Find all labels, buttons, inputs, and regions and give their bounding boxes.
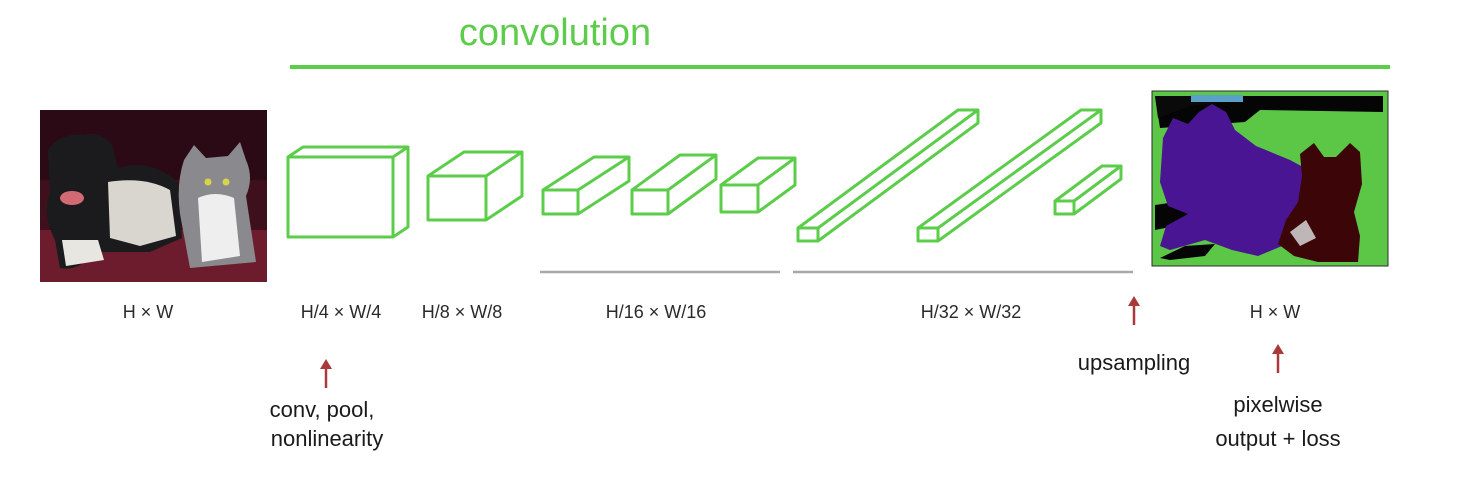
output-segmentation xyxy=(1151,90,1389,267)
feature-block-h16-b xyxy=(630,153,718,216)
conv-note-line1: conv, pool, xyxy=(270,397,375,422)
feature-block-h32-a xyxy=(796,108,980,243)
red-up-arrow-icon xyxy=(320,359,332,388)
red-up-arrow-icon xyxy=(1128,296,1140,325)
pixelwise-note-line2: output + loss xyxy=(1215,426,1340,451)
feature-block-h32-c xyxy=(1053,164,1123,216)
input-size-label: H × W xyxy=(123,302,174,322)
pixelwise-note-line1: pixelwise xyxy=(1233,392,1322,417)
feature-block-h4 xyxy=(286,145,410,239)
conv-note-line2: nonlinearity xyxy=(271,426,384,451)
feature-block-h32-b xyxy=(916,108,1103,243)
convolution-title: convolution xyxy=(459,12,651,54)
feature-block-h16-a xyxy=(541,155,631,216)
output-size-label: H × W xyxy=(1250,302,1301,322)
input-image xyxy=(40,110,267,282)
feature-block-h8 xyxy=(426,150,524,222)
stage1-size-label: H/4 × W/4 xyxy=(301,302,382,322)
upsampling-note: upsampling xyxy=(1078,350,1191,375)
stage2-size-label: H/8 × W/8 xyxy=(422,302,503,322)
stage4-size-label: H/32 × W/32 xyxy=(921,302,1022,322)
feature-block-h16-c xyxy=(719,156,797,214)
stage3-size-label: H/16 × W/16 xyxy=(606,302,707,322)
red-up-arrow-icon xyxy=(1272,344,1284,373)
